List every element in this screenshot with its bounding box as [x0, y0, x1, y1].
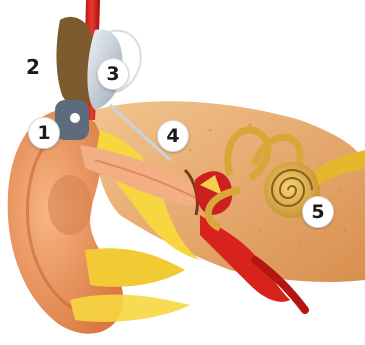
microphone-port: [69, 112, 81, 124]
concha: [48, 175, 92, 235]
callout-four: 4: [157, 120, 189, 152]
label-two: 2: [26, 55, 40, 79]
callout-five: 5: [302, 196, 334, 228]
callout-three: 3: [97, 58, 129, 90]
callout-one: 1: [28, 117, 60, 149]
cartilage-band-lower-2: [70, 295, 190, 322]
cartilage-band-lower: [85, 248, 185, 287]
